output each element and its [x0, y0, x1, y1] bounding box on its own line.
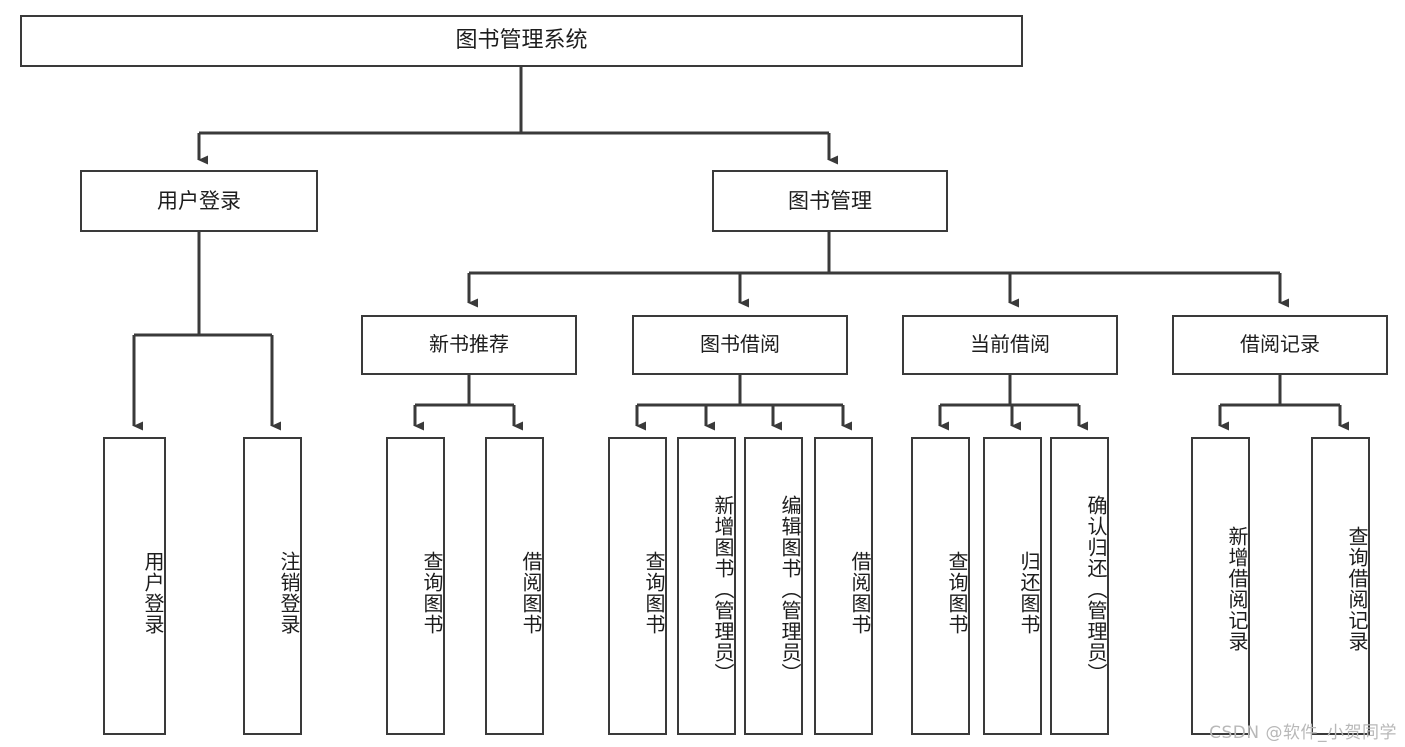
leaf-query-book-recommend[interactable]: 查询图书	[386, 437, 445, 735]
node-new-book-recommend-label: 新书推荐	[429, 332, 509, 357]
node-book-management-label: 图书管理	[788, 188, 872, 213]
leaf-query-borrow-record[interactable]: 查询借阅记录	[1311, 437, 1370, 735]
node-user-login-label: 用户登录	[157, 188, 241, 213]
leaf-add-borrow-record[interactable]: 新增借阅记录	[1191, 437, 1250, 735]
leaf-borrow-book-recommend[interactable]: 借阅图书	[485, 437, 544, 735]
leaf-query-book-recommend-label: 查询图书	[420, 551, 444, 635]
leaf-user-login-label: 用户登录	[141, 551, 165, 635]
leaf-confirm-return-admin[interactable]: 确认归还（管理员）	[1050, 437, 1109, 735]
leaf-borrow-book[interactable]: 借阅图书	[814, 437, 873, 735]
leaf-query-book-current-label: 查询图书	[945, 551, 969, 635]
node-book-management[interactable]: 图书管理	[712, 170, 948, 232]
leaf-user-login[interactable]: 用户登录	[103, 437, 166, 735]
node-user-login[interactable]: 用户登录	[80, 170, 318, 232]
node-new-book-recommend[interactable]: 新书推荐	[361, 315, 577, 375]
leaf-borrow-book-label: 借阅图书	[848, 551, 872, 635]
leaf-query-borrow-record-label: 查询借阅记录	[1345, 526, 1369, 652]
watermark: CSDN @软件_小贺同学	[1209, 723, 1397, 743]
leaf-confirm-return-admin-label: 确认归还（管理员）	[1084, 494, 1108, 684]
leaf-borrow-book-recommend-label: 借阅图书	[519, 551, 543, 635]
node-borrow-record-label: 借阅记录	[1240, 332, 1320, 357]
node-current-borrow[interactable]: 当前借阅	[902, 315, 1118, 375]
node-book-borrow[interactable]: 图书借阅	[632, 315, 848, 375]
leaf-query-book-borrow-label: 查询图书	[642, 551, 666, 635]
leaf-query-book-borrow[interactable]: 查询图书	[608, 437, 667, 735]
leaf-add-borrow-record-label: 新增借阅记录	[1225, 526, 1249, 652]
leaf-logout[interactable]: 注销登录	[243, 437, 302, 735]
leaf-logout-label: 注销登录	[277, 551, 301, 635]
leaf-edit-book-admin[interactable]: 编辑图书（管理员）	[744, 437, 803, 735]
leaf-edit-book-admin-label: 编辑图书（管理员）	[778, 494, 802, 684]
leaf-add-book-admin[interactable]: 新增图书（管理员）	[677, 437, 736, 735]
node-root[interactable]: 图书管理系统	[20, 15, 1023, 67]
leaf-return-book[interactable]: 归还图书	[983, 437, 1042, 735]
leaf-query-book-current[interactable]: 查询图书	[911, 437, 970, 735]
node-book-borrow-label: 图书借阅	[700, 332, 780, 357]
node-root-label: 图书管理系统	[455, 28, 588, 54]
leaf-add-book-admin-label: 新增图书（管理员）	[711, 494, 735, 684]
node-current-borrow-label: 当前借阅	[970, 332, 1050, 357]
leaf-return-book-label: 归还图书	[1017, 551, 1041, 635]
node-borrow-record[interactable]: 借阅记录	[1172, 315, 1388, 375]
